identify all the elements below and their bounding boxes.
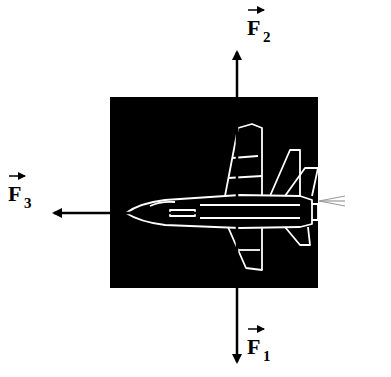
vector-arrow [248,9,264,11]
force-arrow [54,212,237,215]
vector-arrow [248,328,264,330]
force-symbol: F [247,17,260,39]
force-subscript: 3 [24,196,32,211]
jet-outline [126,124,318,270]
force-arrow [236,220,239,362]
black-panel [110,97,318,288]
force-arrow [236,52,239,200]
vector-arrow [9,175,25,177]
force-subscript: 2 [263,30,271,45]
force-symbol: F [247,336,260,358]
exhaust-lines [319,196,345,206]
force-symbol: F [8,183,21,205]
force-subscript: 1 [263,349,271,364]
